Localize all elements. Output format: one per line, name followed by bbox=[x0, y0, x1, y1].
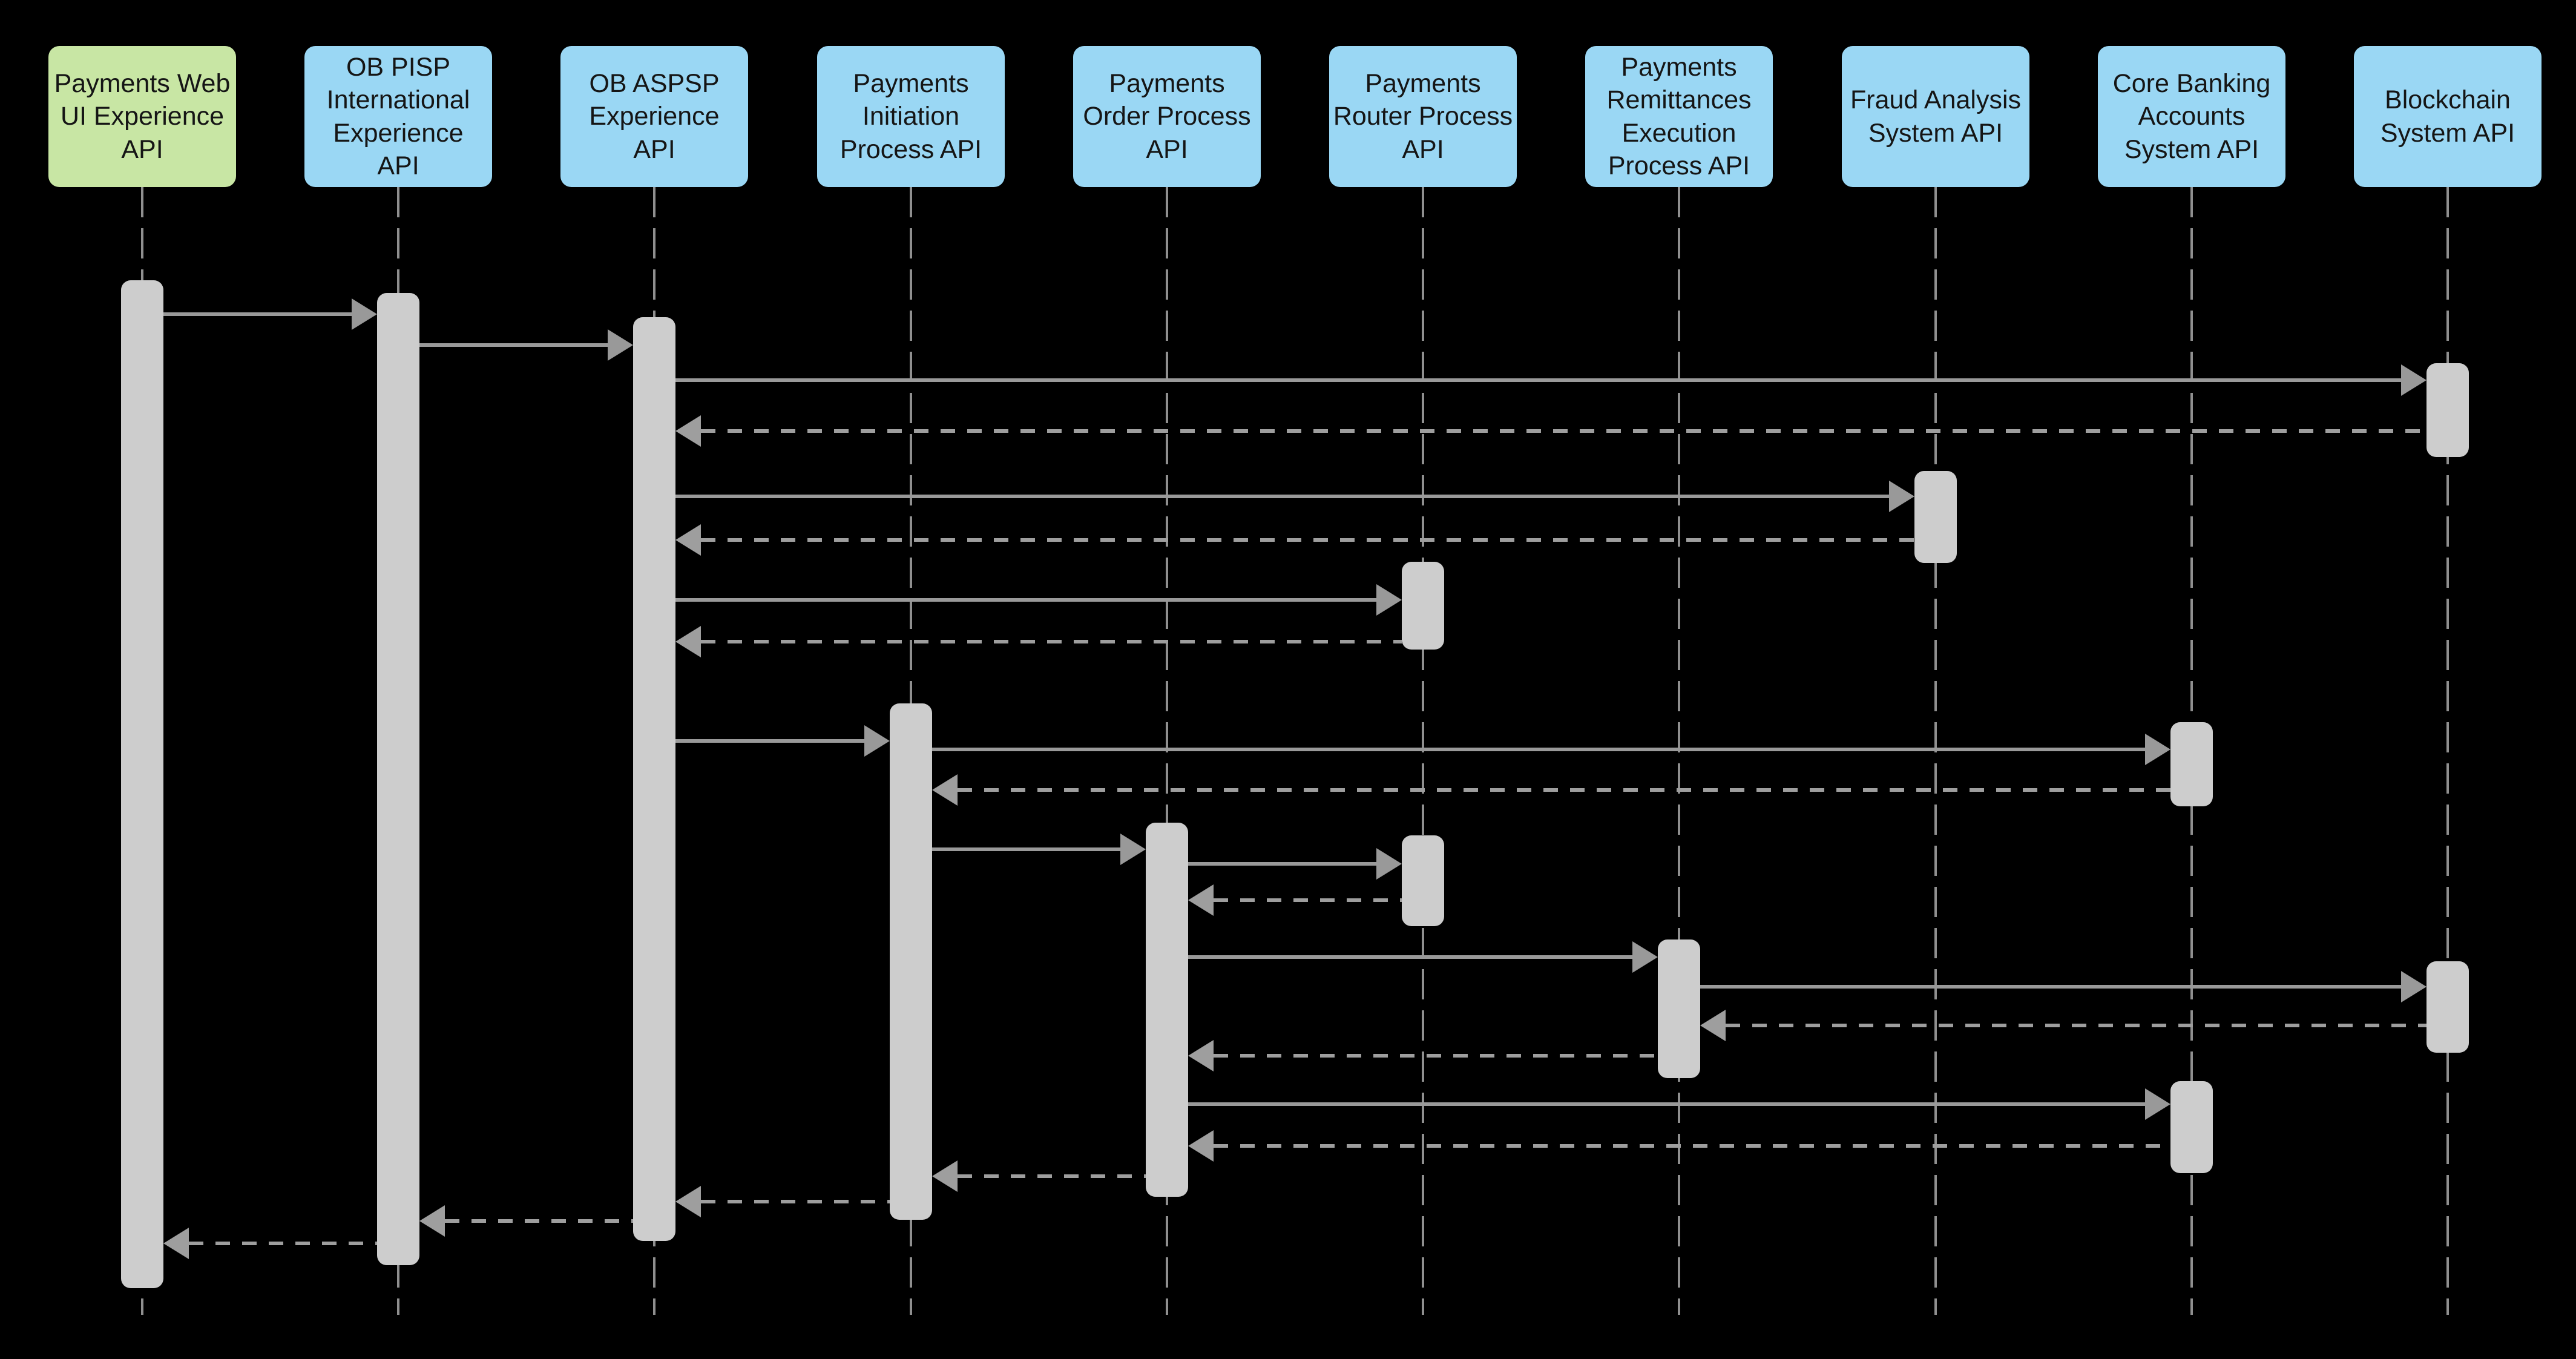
arrowhead-icon bbox=[1889, 481, 1914, 512]
arrowhead-icon bbox=[675, 415, 701, 447]
message-call-arrow-p2-to-p3 bbox=[419, 343, 608, 347]
participant-label: Payments Remittances Execution Process A… bbox=[1606, 53, 1752, 180]
arrowhead-icon bbox=[932, 774, 958, 806]
arrowhead-icon bbox=[2401, 364, 2426, 396]
message-return-arrow-p10-to-p7 bbox=[1726, 1024, 2426, 1027]
message-return-arrow-p10-to-p3 bbox=[701, 429, 2426, 433]
message-return-arrow-p5-to-p4 bbox=[958, 1174, 1146, 1178]
arrowhead-icon bbox=[1376, 584, 1402, 616]
activation-bar-p8 bbox=[1914, 471, 1957, 563]
participant-box-p1: Payments Web UI Experience API bbox=[48, 46, 236, 187]
arrowhead-icon bbox=[1120, 834, 1146, 865]
participant-label: OB PISP International Experience API bbox=[326, 53, 470, 180]
arrowhead-icon bbox=[608, 329, 633, 361]
arrowhead-icon bbox=[932, 1160, 958, 1192]
message-call-arrow-p5-to-p6 bbox=[1188, 862, 1376, 866]
activation-bar-p6 bbox=[1402, 835, 1444, 926]
message-call-arrow-p3-to-p8 bbox=[675, 495, 1889, 498]
activation-bar-p3 bbox=[633, 317, 675, 1241]
message-call-arrow-p5-to-p7 bbox=[1188, 955, 1632, 959]
participant-label: Payments Order Process API bbox=[1083, 69, 1251, 164]
participant-box-p3: OB ASPSP Experience API bbox=[560, 46, 748, 187]
message-call-arrow-p4-to-p9 bbox=[932, 748, 2145, 751]
activation-bar-p10 bbox=[2426, 363, 2469, 457]
activation-bar-p1 bbox=[121, 280, 163, 1288]
participant-label: Payments Router Process API bbox=[1333, 69, 1513, 164]
participant-box-p4: Payments Initiation Process API bbox=[817, 46, 1005, 187]
message-return-arrow-p8-to-p3 bbox=[701, 538, 1914, 542]
arrowhead-icon bbox=[675, 1186, 701, 1217]
participant-box-p10: Blockchain System API bbox=[2354, 46, 2542, 187]
arrowhead-icon bbox=[1376, 848, 1402, 880]
arrowhead-icon bbox=[2145, 734, 2170, 765]
arrowhead-icon bbox=[163, 1228, 189, 1259]
message-call-arrow-p3-to-p10 bbox=[675, 378, 2401, 382]
participant-box-p9: Core Banking Accounts System API bbox=[2098, 46, 2285, 187]
arrowhead-icon bbox=[1632, 941, 1658, 973]
participant-box-p5: Payments Order Process API bbox=[1073, 46, 1261, 187]
arrowhead-icon bbox=[2145, 1088, 2170, 1120]
participant-label: Blockchain System API bbox=[2380, 85, 2515, 148]
activation-bar-p10 bbox=[2426, 961, 2469, 1053]
arrowhead-icon bbox=[1188, 1130, 1214, 1162]
message-return-arrow-p2-to-p1 bbox=[189, 1242, 377, 1245]
activation-bar-p9 bbox=[2170, 722, 2213, 806]
message-return-arrow-p4-to-p3 bbox=[701, 1200, 890, 1203]
participant-box-p8: Fraud Analysis System API bbox=[1842, 46, 2029, 187]
participant-label: Payments Web UI Experience API bbox=[54, 69, 231, 164]
activation-bar-p9 bbox=[2170, 1081, 2213, 1173]
message-return-arrow-p9-to-p4 bbox=[958, 788, 2170, 792]
participant-label: OB ASPSP Experience API bbox=[589, 69, 720, 164]
message-return-arrow-p3-to-p2 bbox=[445, 1219, 633, 1223]
message-call-arrow-p4-to-p5 bbox=[932, 847, 1120, 851]
message-return-arrow-p7-to-p5 bbox=[1214, 1054, 1658, 1058]
arrowhead-icon bbox=[675, 524, 701, 556]
message-return-arrow-p6-to-p5 bbox=[1214, 898, 1402, 902]
message-call-arrow-p3-to-p6 bbox=[675, 598, 1376, 602]
activation-bar-p5 bbox=[1146, 823, 1188, 1197]
arrowhead-icon bbox=[1188, 1040, 1214, 1071]
message-call-arrow-p3-to-p4 bbox=[675, 739, 864, 743]
arrowhead-icon bbox=[419, 1205, 445, 1237]
arrowhead-icon bbox=[675, 626, 701, 657]
message-call-arrow-p1-to-p2 bbox=[163, 312, 352, 316]
activation-bar-p2 bbox=[377, 293, 419, 1265]
message-call-arrow-p5-to-p9 bbox=[1188, 1102, 2145, 1106]
activation-bar-p7 bbox=[1658, 939, 1700, 1078]
participant-label: Fraud Analysis System API bbox=[1850, 85, 2022, 148]
arrowhead-icon bbox=[352, 298, 377, 330]
message-call-arrow-p7-to-p10 bbox=[1700, 985, 2401, 989]
lifeline-p10 bbox=[2446, 187, 2449, 1315]
arrowhead-icon bbox=[1700, 1010, 1726, 1041]
arrowhead-icon bbox=[2401, 971, 2426, 1002]
activation-bar-p6 bbox=[1402, 562, 1444, 650]
arrowhead-icon bbox=[864, 725, 890, 757]
participant-box-p7: Payments Remittances Execution Process A… bbox=[1585, 46, 1773, 187]
activation-bar-p4 bbox=[890, 703, 932, 1220]
participant-box-p2: OB PISP International Experience API bbox=[304, 46, 492, 187]
participant-label: Payments Initiation Process API bbox=[840, 69, 982, 164]
message-return-arrow-p9-to-p5 bbox=[1214, 1144, 2170, 1148]
participant-label: Core Banking Accounts System API bbox=[2112, 69, 2271, 164]
participant-box-p6: Payments Router Process API bbox=[1329, 46, 1517, 187]
arrowhead-icon bbox=[1188, 884, 1214, 916]
message-return-arrow-p6-to-p3 bbox=[701, 640, 1402, 643]
